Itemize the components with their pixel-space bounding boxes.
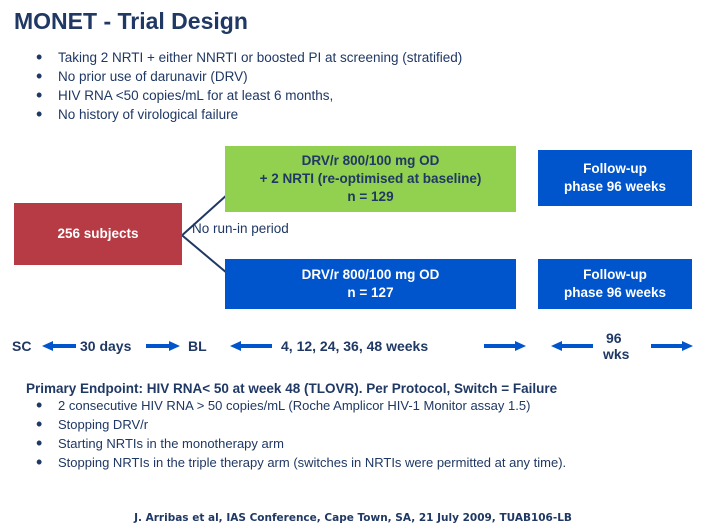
timeline-label-weeks: 4, 12, 24, 36, 48 weeks — [281, 338, 429, 354]
bullet-icon: • — [36, 104, 43, 124]
timeline-arrow-96wks-right — [651, 341, 693, 351]
timeline-arrow-bl-left — [230, 341, 272, 351]
monotherapy-line-2: + 2 NRTI (re-optimised at baseline) — [259, 171, 482, 186]
timeline-label-30-days: 30 days — [80, 338, 132, 354]
list-item-label: Taking 2 NRTI + either NNRTI or boosted … — [58, 50, 463, 65]
followup-bottom-lines: Follow-up phase 96 weeks — [538, 266, 692, 302]
timeline: SC 30 days BL 4, 12, 24, 36, 48 weeks 96… — [0, 330, 706, 366]
list-item: • No prior use of darunavir (DRV) — [36, 67, 656, 86]
timeline-label-96-wks-line1: 96 — [606, 330, 622, 346]
citation-footer: J. Arribas et al, IAS Conference, Cape T… — [134, 512, 572, 524]
list-item-label: Stopping DRV/r — [58, 417, 149, 432]
bullet-icon: • — [36, 414, 43, 434]
monotherapy-arm-box: DRV/r 800/100 mg OD + 2 NRTI (re-optimis… — [225, 146, 516, 212]
endpoint-criteria-list: • 2 consecutive HIV RNA > 50 copies/mL (… — [36, 396, 696, 472]
followup-bottom-line-2: phase 96 weeks — [563, 285, 667, 300]
followup-top-lines: Follow-up phase 96 weeks — [538, 160, 692, 196]
timeline-arrow-days-right — [146, 341, 180, 351]
triple-line-2: n = 127 — [347, 285, 394, 300]
bullet-icon: • — [36, 452, 43, 472]
triple-arm-lines: DRV/r 800/100 mg OD n = 127 — [225, 266, 516, 302]
bullet-icon: • — [36, 85, 43, 105]
list-item-label: Stopping NRTIs in the triple therapy arm… — [58, 455, 567, 470]
list-item: • HIV RNA <50 copies/mL for at least 6 m… — [36, 86, 656, 105]
primary-endpoint-heading: Primary Endpoint: HIV RNA< 50 at week 48… — [26, 381, 558, 396]
list-item: • 2 consecutive HIV RNA > 50 copies/mL (… — [36, 396, 696, 415]
followup-top-line-1: Follow-up — [583, 161, 647, 176]
list-item-label: Starting NRTIs in the monotherapy arm — [58, 436, 284, 451]
list-item: • Starting NRTIs in the monotherapy arm — [36, 434, 696, 453]
followup-top-line-2: phase 96 weeks — [563, 179, 667, 194]
timeline-arrow-96wks-left — [551, 341, 593, 351]
monotherapy-arm-lines: DRV/r 800/100 mg OD + 2 NRTI (re-optimis… — [225, 152, 516, 206]
timeline-arrow-sc-left — [42, 341, 76, 351]
inclusion-criteria-list: • Taking 2 NRTI + either NNRTI or booste… — [36, 48, 656, 124]
followup-bottom-box: Follow-up phase 96 weeks — [538, 259, 692, 309]
list-item-label: 2 consecutive HIV RNA > 50 copies/mL (Ro… — [58, 398, 531, 413]
list-item: • Stopping NRTIs in the triple therapy a… — [36, 453, 696, 472]
followup-top-box: Follow-up phase 96 weeks — [538, 150, 692, 206]
bullet-icon: • — [36, 66, 43, 86]
bullet-icon: • — [36, 433, 43, 453]
list-item: • No history of virological failure — [36, 105, 656, 124]
timeline-label-bl: BL — [188, 338, 207, 354]
triple-line-1: DRV/r 800/100 mg OD — [301, 267, 440, 282]
followup-bottom-line-1: Follow-up — [583, 267, 647, 282]
list-item: • Stopping DRV/r — [36, 415, 696, 434]
page-title: MONET - Trial Design — [14, 8, 248, 34]
timeline-label-sc: SC — [12, 338, 32, 354]
bullet-icon: • — [36, 47, 43, 67]
monotherapy-line-1: DRV/r 800/100 mg OD — [301, 153, 440, 168]
timeline-label-96-wks-line2: wks — [603, 346, 630, 362]
subjects-box-label: 256 subjects — [57, 226, 139, 241]
monotherapy-line-3: n = 129 — [347, 189, 394, 204]
run-in-period-label: No run-in period — [192, 221, 289, 236]
list-item-label: HIV RNA <50 copies/mL for at least 6 mon… — [58, 88, 334, 103]
triple-arm-box: DRV/r 800/100 mg OD n = 127 — [225, 259, 516, 309]
list-item-label: No history of virological failure — [58, 107, 239, 122]
list-item-label: No prior use of darunavir (DRV) — [58, 69, 248, 84]
bullet-icon: • — [36, 395, 43, 415]
list-item: • Taking 2 NRTI + either NNRTI or booste… — [36, 48, 656, 67]
subjects-box: 256 subjects — [14, 203, 182, 265]
timeline-arrow-weeks-right — [484, 341, 526, 351]
